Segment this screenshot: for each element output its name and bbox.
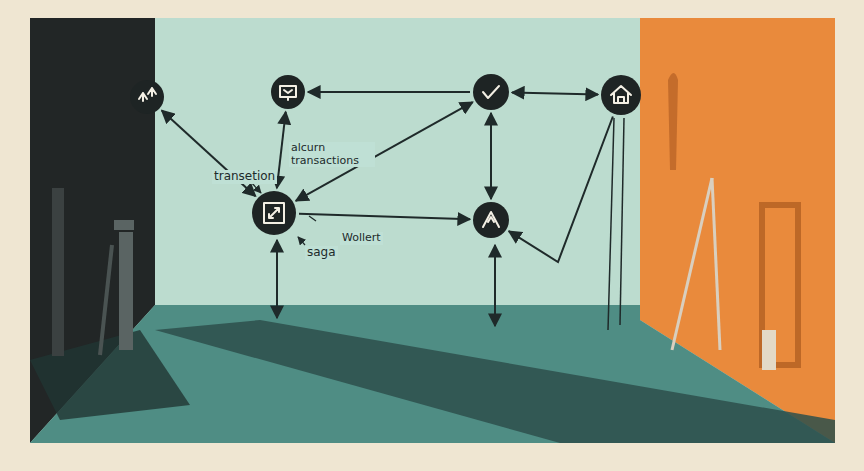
icon-circle (473, 74, 509, 110)
circle-fill (271, 75, 305, 109)
circle-fill (130, 80, 164, 114)
connector-arrow (277, 112, 286, 188)
leader-line (309, 216, 316, 221)
circle-fill (252, 191, 296, 235)
circle-outline (601, 75, 641, 115)
back-wall (30, 18, 835, 443)
icon-circle (601, 75, 641, 115)
node-icon (483, 86, 499, 98)
circle-outline (473, 74, 509, 110)
node-icon (483, 212, 499, 227)
post-cap (114, 220, 134, 230)
icon-circle (252, 191, 296, 235)
easel (672, 178, 712, 350)
edge-label: Wollert (340, 232, 383, 245)
easel (712, 178, 720, 350)
callout-label: saga (305, 246, 338, 260)
floor (30, 305, 835, 443)
circle-outline (252, 191, 296, 235)
circle-outline (473, 202, 509, 238)
stick (100, 245, 112, 355)
connector-arrow (512, 92, 598, 94)
wall-shadow (668, 73, 678, 170)
icon-circle (271, 75, 305, 109)
support-line (608, 118, 614, 330)
icon-circle (473, 202, 509, 238)
circle-fill (473, 74, 509, 110)
leader-line (298, 237, 305, 245)
circle-fill (473, 202, 509, 238)
circle-outline (271, 75, 305, 109)
connector-arrow (308, 91, 470, 93)
callout-label: transetion (212, 170, 277, 184)
connector-arrow (490, 113, 492, 199)
post (52, 188, 64, 356)
node-icon (280, 86, 296, 100)
support-line (620, 118, 624, 325)
connector-arrow (509, 117, 613, 262)
floor-shadow (155, 320, 835, 443)
connector-arrow (299, 214, 470, 220)
edge-label: alcurn transactions (289, 142, 375, 167)
block (762, 330, 776, 370)
node-icon (264, 203, 284, 223)
icon-circle (130, 80, 164, 114)
node-icon (611, 86, 631, 103)
circle-fill (601, 75, 641, 115)
floor-arrow (494, 245, 496, 326)
node-icon (139, 88, 156, 101)
floor-arrow (276, 240, 278, 318)
circle-outline (130, 80, 164, 114)
post (119, 232, 133, 350)
